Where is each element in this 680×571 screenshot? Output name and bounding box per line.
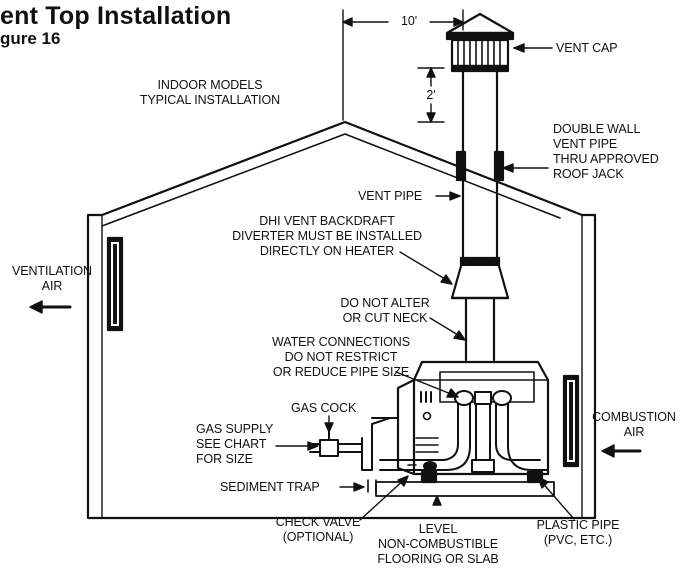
water-pipes (379, 390, 549, 473)
vent-cap-label: VENT CAP (556, 41, 618, 55)
leader-lines (29, 43, 642, 521)
gas-line (309, 417, 399, 493)
figure-subtitle: gure 16 (0, 29, 61, 48)
heater (396, 360, 550, 484)
dimension-lines (342, 9, 464, 123)
check-valve-label: CHECK VALVE(OPTIONAL) (275, 515, 361, 544)
vent-pipe (455, 68, 505, 362)
figure-title: ent Top Installation (0, 2, 232, 30)
backdraft-diverter (450, 256, 510, 300)
plastic-pipe-label: PLASTIC PIPE(PVC, ETC.) (536, 518, 620, 547)
sediment-trap-label: SEDIMENT TRAP (220, 480, 320, 494)
dim-2-label: 2' (426, 88, 436, 102)
gas-cock-label: GAS COCK (291, 401, 357, 415)
vent-pipe-label: VENT PIPE (358, 189, 423, 203)
dim-10-label: 10' (401, 14, 417, 28)
